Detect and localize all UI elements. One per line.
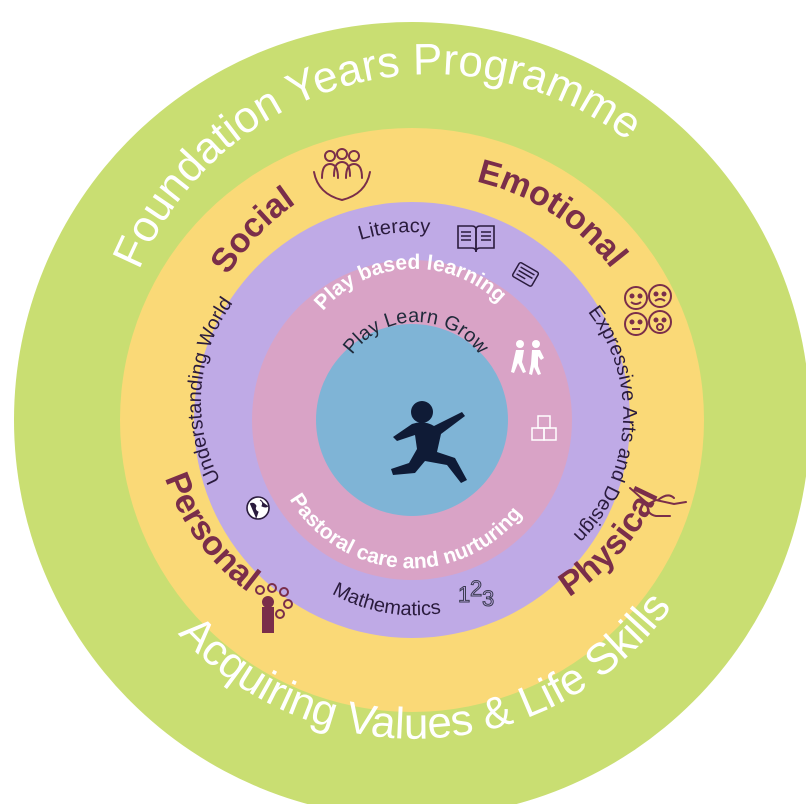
- paint-palette-icon: [511, 261, 540, 287]
- emotion-faces-icon: [624, 284, 672, 336]
- numbers-123-icon: 1 2 3: [458, 576, 495, 612]
- svg-text:2: 2: [470, 576, 482, 601]
- blocks-icon: [531, 415, 557, 441]
- globe-icon: [246, 496, 270, 520]
- children-playing-icon: [511, 340, 544, 375]
- open-book-icon: [457, 225, 495, 253]
- jumping-child-silhouette-icon: [391, 401, 467, 483]
- community-hands-icon: [313, 148, 371, 202]
- svg-text:1: 1: [458, 582, 470, 607]
- svg-text:3: 3: [482, 586, 494, 611]
- person-ideas-icon: [255, 583, 293, 633]
- hand-pointing-icon: [629, 487, 687, 517]
